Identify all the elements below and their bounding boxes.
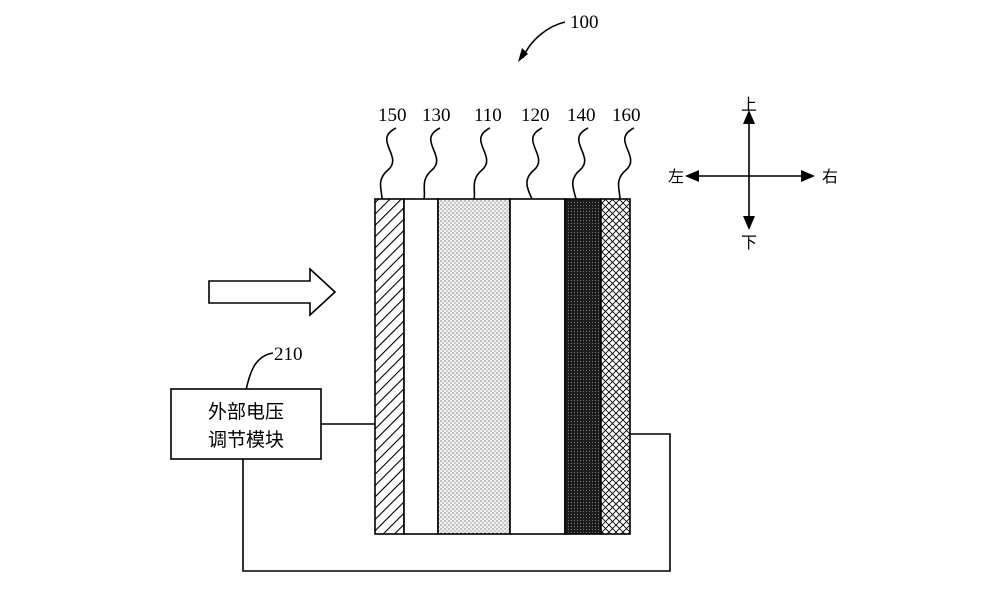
- layer-150: [374, 198, 405, 535]
- layer-160: [600, 198, 631, 535]
- direction-compass: 上 下 左 右: [668, 95, 838, 252]
- layer-140: [564, 198, 602, 535]
- leader-150: [379, 127, 397, 200]
- figure-label-arrow: [522, 21, 566, 59]
- module-ref-label: 210: [274, 344, 303, 365]
- arrow-down-icon: [743, 216, 755, 230]
- module-text-line2: 调节模块: [208, 429, 284, 451]
- figure-label: 100: [570, 12, 599, 33]
- direction-left-label: 左: [668, 167, 684, 186]
- leader-120: [526, 127, 543, 200]
- leader-130: [423, 127, 441, 200]
- module-ref-leader: [245, 352, 274, 391]
- direction-right-label: 右: [822, 167, 838, 186]
- layer-label-150: 150: [378, 105, 407, 126]
- layer-stack: [374, 198, 631, 535]
- figure-label-arrowhead: [518, 48, 528, 62]
- incident-light-arrow: [208, 267, 337, 317]
- arrow-left-icon: [685, 170, 699, 182]
- layer-label-140: 140: [567, 105, 596, 126]
- layer-130: [403, 198, 439, 535]
- leader-160: [617, 127, 635, 200]
- leader-110: [473, 127, 491, 200]
- layer-label-120: 120: [521, 105, 550, 126]
- direction-up-label: 上: [741, 95, 757, 114]
- layer-label-160: 160: [612, 105, 641, 126]
- leader-140: [571, 127, 589, 200]
- layer-120: [509, 198, 566, 535]
- wire-module-to-layer-160: [242, 433, 671, 572]
- module-text-line1: 外部电压: [208, 401, 284, 423]
- arrow-right-icon: [801, 170, 815, 182]
- direction-down-label: 下: [741, 233, 757, 252]
- layer-label-130: 130: [422, 105, 451, 126]
- layer-110: [437, 198, 511, 535]
- layer-label-110: 110: [474, 105, 502, 126]
- arrow-up-icon: [743, 110, 755, 124]
